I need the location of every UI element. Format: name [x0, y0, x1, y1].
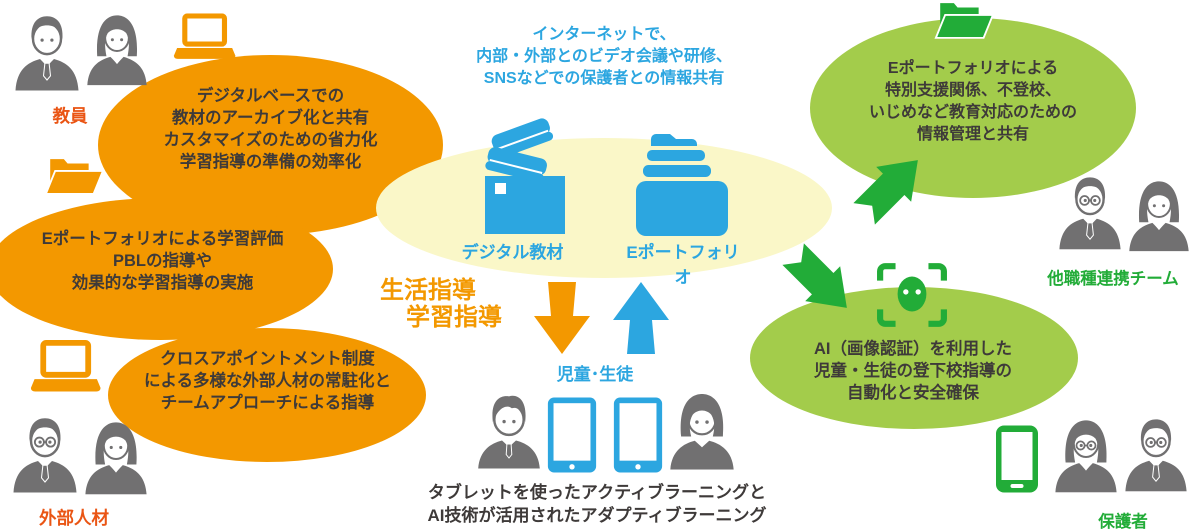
- guardian-man-avatar: [1122, 408, 1190, 500]
- digital-materials-label: デジタル教材: [461, 243, 564, 262]
- external-staff-label: 外部人材: [39, 508, 109, 528]
- external-woman-avatar: [82, 414, 150, 500]
- arrow-down-right-green: [782, 243, 847, 308]
- eportfolio-label: Eポートフォリオ: [626, 243, 740, 287]
- bubble-special-support-shape: [810, 18, 1136, 198]
- bubble-cross-appointment-text: クロスアポイントメント制度 による多様な外部人材の常駐化と チームアプローチによ…: [143, 350, 391, 412]
- face-recognition-icon: [877, 263, 947, 327]
- students-label: 児童･生徒: [556, 365, 634, 384]
- guidance-note: 生活指導 学習指導: [380, 277, 502, 331]
- collab-man-avatar: [1056, 164, 1124, 260]
- learning-note: タブレットを使ったアクティブラーニングと AI技術が活用されたアダプティブラーニ…: [427, 483, 767, 525]
- folder-icon-green: [934, 0, 996, 50]
- bubble-ai-recognition-text: AI（画像認証）を利用した 児童・生徒の登下校指導の 自動化と安全確保: [814, 340, 1012, 402]
- laptop-icon-teachers: [172, 12, 236, 66]
- bubble-eportfolio-eval-shape: [0, 198, 333, 340]
- teacher-woman-avatar: [84, 4, 150, 94]
- bubble-digital-base-text: デジタルベースでの 教材のアーカイブ化と共有 カスタマイズのための省力化 学習指…: [163, 87, 378, 171]
- platform-ellipse: [376, 138, 832, 278]
- arrow-down-orange: [534, 282, 590, 354]
- bubble-special-support-text: Eポートフォリオによる 特別支援関係、不登校、 いじめなど教育対応のための 情報…: [868, 60, 1077, 143]
- bubble-eportfolio-eval-text: Eポートフォリオによる学習評価 PBLの指導や 効果的な学習指導の実施: [41, 230, 284, 292]
- guardians-label: 保護者: [1098, 513, 1148, 530]
- teacher-man-avatar: [12, 6, 82, 98]
- bubble-cross-appointment-shape: [108, 328, 426, 462]
- tablet-icon-1: [546, 396, 598, 474]
- teachers-label: 教員: [52, 106, 88, 126]
- arrow-up-blue: [613, 282, 669, 354]
- external-man-avatar: [10, 408, 80, 500]
- laptop-icon-external: [26, 340, 104, 398]
- internet-note: インターネットで、 内部・外部とのビデオ会議や研修、 SNSなどでの保護者との情…: [476, 26, 732, 87]
- digital-materials-icon: [485, 118, 565, 234]
- eportfolio-icon: [636, 134, 728, 236]
- collab-woman-avatar: [1126, 170, 1192, 260]
- folder-icon-teachers: [44, 152, 106, 206]
- collab-team-label: 他職種連携チーム: [1047, 270, 1179, 288]
- tablet-icon-2: [612, 396, 664, 474]
- arrow-up-right-green: [853, 160, 918, 225]
- student-boy-avatar: [474, 382, 544, 478]
- guardian-woman-avatar: [1052, 410, 1120, 500]
- student-girl-avatar: [666, 384, 738, 476]
- smartphone-icon: [996, 425, 1038, 493]
